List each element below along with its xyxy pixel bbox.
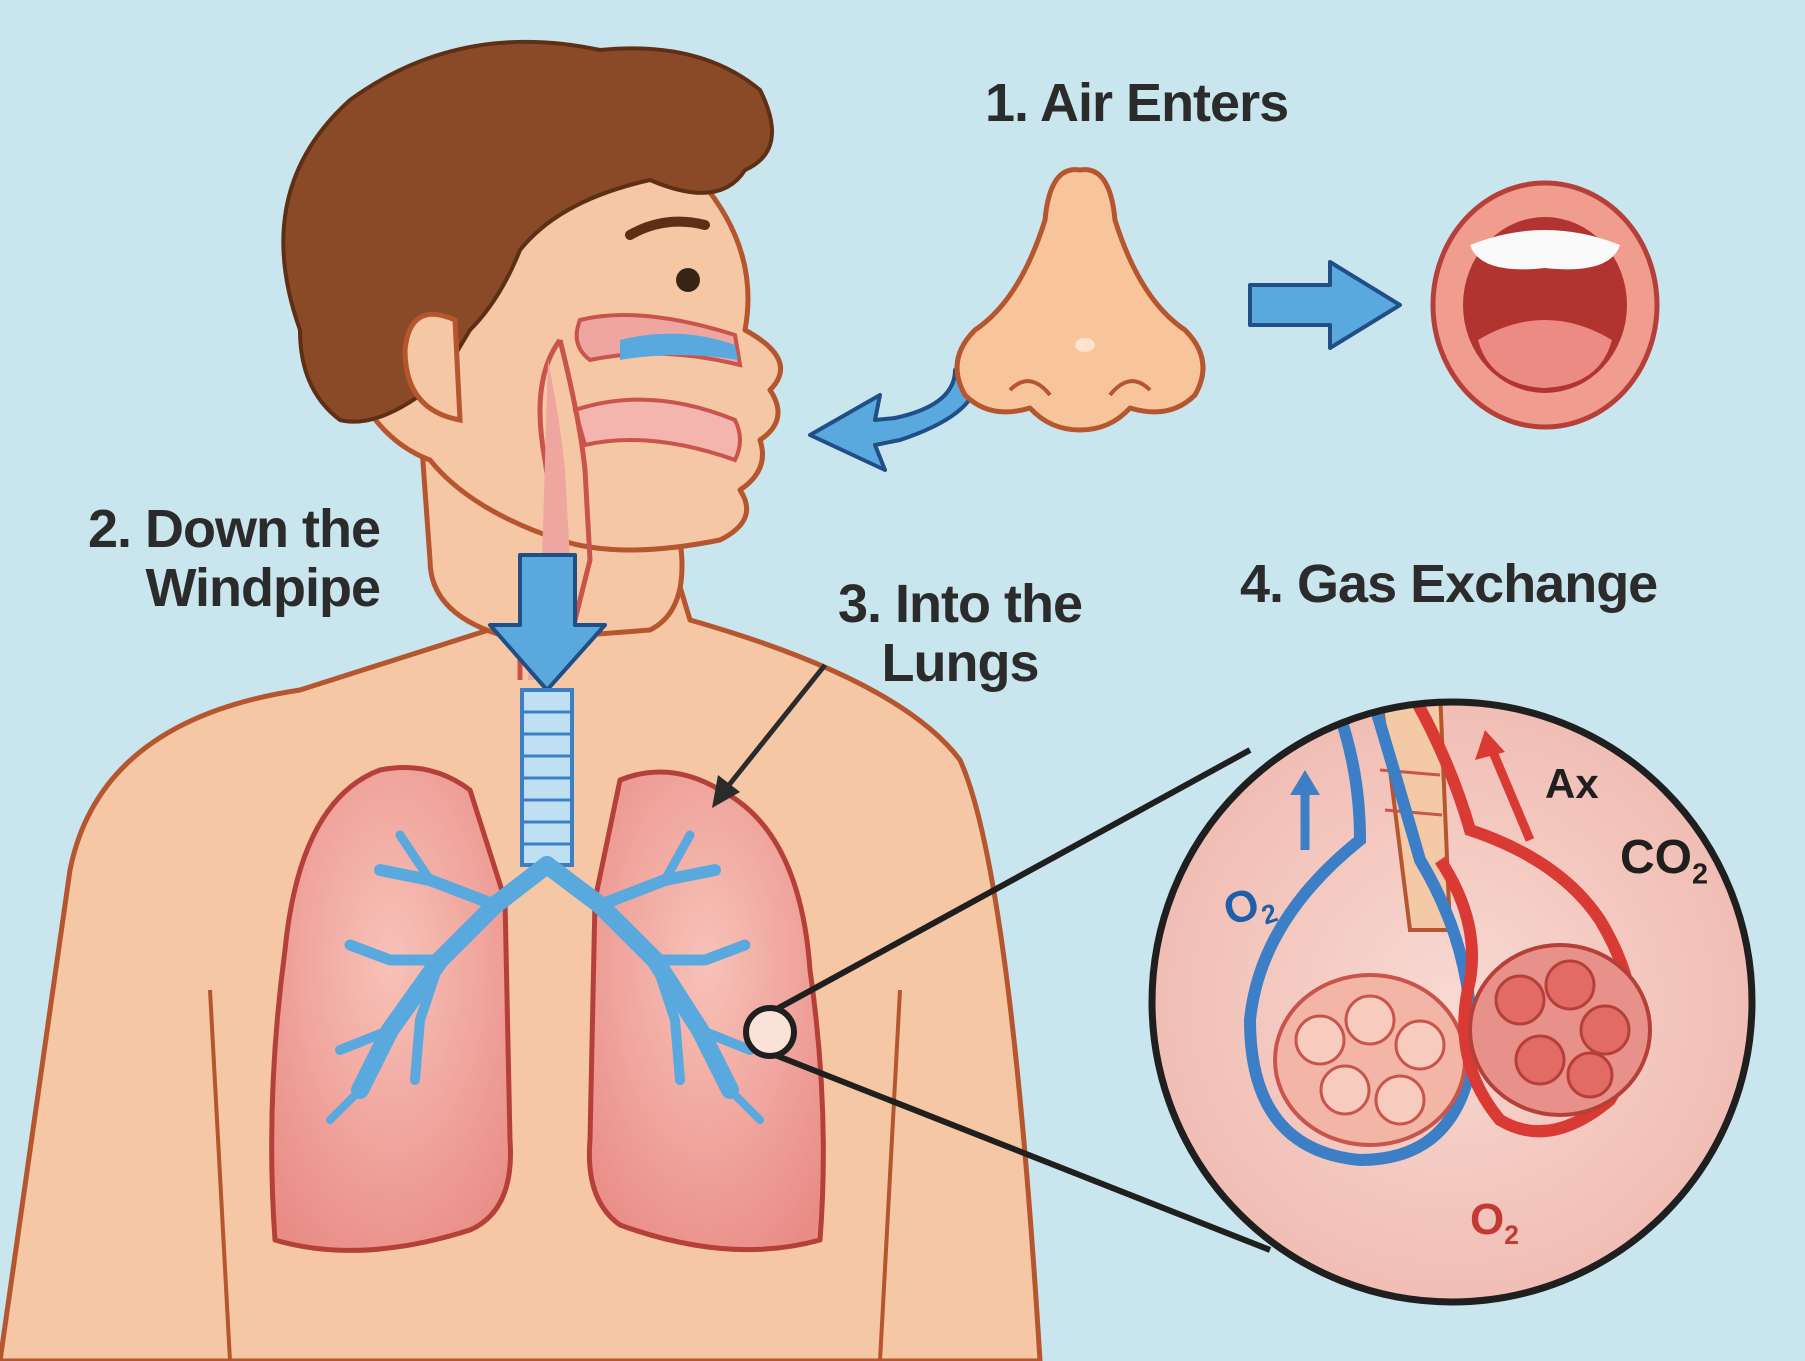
label-step-2-line-1: 2. Down the [30, 500, 380, 559]
co2-subscript: 2 [1692, 859, 1708, 891]
trachea [522, 690, 572, 865]
alveoli-right [1470, 945, 1650, 1115]
o2-bottom-subscript: 2 [1504, 1220, 1519, 1250]
label-step-3-line-2: Lungs [800, 634, 1120, 693]
label-step-1-air-enters: 1. Air Enters [985, 72, 1288, 134]
eye [676, 268, 700, 292]
label-step-2-line-2: Windpipe [30, 559, 380, 618]
o2-bottom-symbol: O [1470, 1195, 1504, 1244]
label-step-2-down-the-windpipe: 2. Down the Windpipe [30, 500, 380, 619]
inset-label-ax: Ax [1545, 760, 1599, 808]
label-step-4-gas-exchange: 4. Gas Exchange [1240, 553, 1657, 615]
inset-label-o2-bottom: O2 [1470, 1195, 1519, 1251]
inset-label-co2: CO2 [1620, 830, 1708, 892]
co2-symbol: CO [1620, 831, 1692, 884]
mouth-icon [1433, 183, 1657, 427]
alveoli-left [1275, 975, 1465, 1145]
label-step-3-into-the-lungs: 3. Into the Lungs [800, 575, 1120, 694]
label-step-3-line-1: 3. Into the [800, 575, 1120, 634]
